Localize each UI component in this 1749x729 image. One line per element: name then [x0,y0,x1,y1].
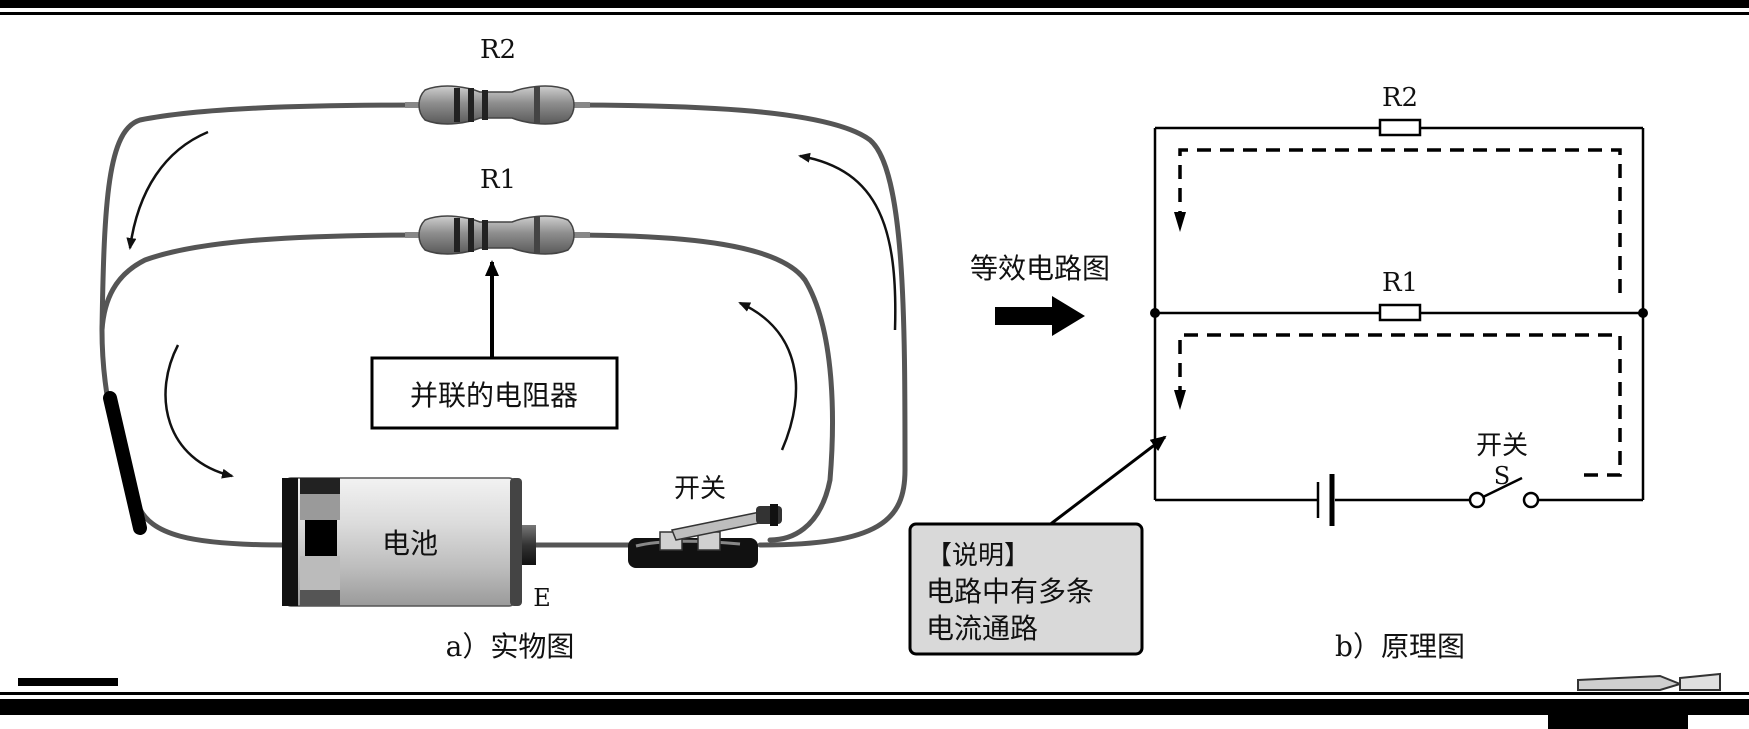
current-loop-lower [1178,333,1622,477]
switch-symbol-label: S [1494,462,1510,490]
wire-r2-left [99,102,428,333]
note-box [908,522,1144,656]
wire-r1-left [99,232,428,333]
current-arrow-upper-right [798,152,897,331]
left-switch-label: 开关 [674,474,726,504]
transition: 等效电路图 [970,252,1110,336]
left-r1-label: R1 [480,165,516,195]
schematic: R2 R1 开关 S b）原理图 [1150,83,1648,663]
current-arrows [126,130,897,479]
current-loops [1178,148,1622,477]
wire-sleeve [103,391,147,535]
loop-arrow-upper-icon [1174,212,1186,232]
note-title: 【说明】 [926,541,1030,571]
junction-left [1150,308,1160,318]
schematic-r1 [1378,303,1422,322]
current-arrow-lower-right [738,301,798,451]
schematic-r2 [1378,118,1422,137]
current-arrow-lower-left [164,344,234,479]
battery: 电池 E [282,477,551,612]
left-r2-label: R2 [480,35,516,65]
transition-label: 等效电路图 [970,252,1110,285]
wires [99,102,908,548]
right-caption: b）原理图 [1335,630,1465,663]
current-arrow-upper-left [126,130,209,250]
resistor-r2 [405,85,590,125]
battery-label: 电池 [382,527,438,560]
wire-r1-right [565,232,835,543]
knife-switch [628,504,782,568]
loop-arrow-lower-icon [1174,390,1186,410]
physical-circuit: R2 R1 并联的电阻器 电池 E [99,35,908,663]
note-line-2: 电流通路 [926,612,1038,645]
right-r2-label: R2 [1382,83,1418,113]
switch-contact-left [1468,491,1486,509]
resistor-r1 [405,215,590,255]
switch-blade [1482,476,1523,499]
note: 【说明】 电路中有多条 电流通路 [908,435,1167,656]
note-arrow [1047,435,1167,528]
wire-r2-right [565,102,908,548]
current-loop-upper [1178,148,1622,298]
right-switch-label: 开关 [1476,431,1528,461]
switch-contact-right [1522,491,1540,509]
battery-terminal-label: E [533,584,551,612]
junction-right [1638,308,1648,318]
transition-arrow-icon [995,296,1085,336]
right-r1-label: R1 [1382,268,1418,298]
left-caption: a）实物图 [446,630,575,663]
callout-box [370,356,619,430]
callout-label: 并联的电阻器 [410,379,578,412]
note-line-1: 电路中有多条 [926,575,1094,608]
